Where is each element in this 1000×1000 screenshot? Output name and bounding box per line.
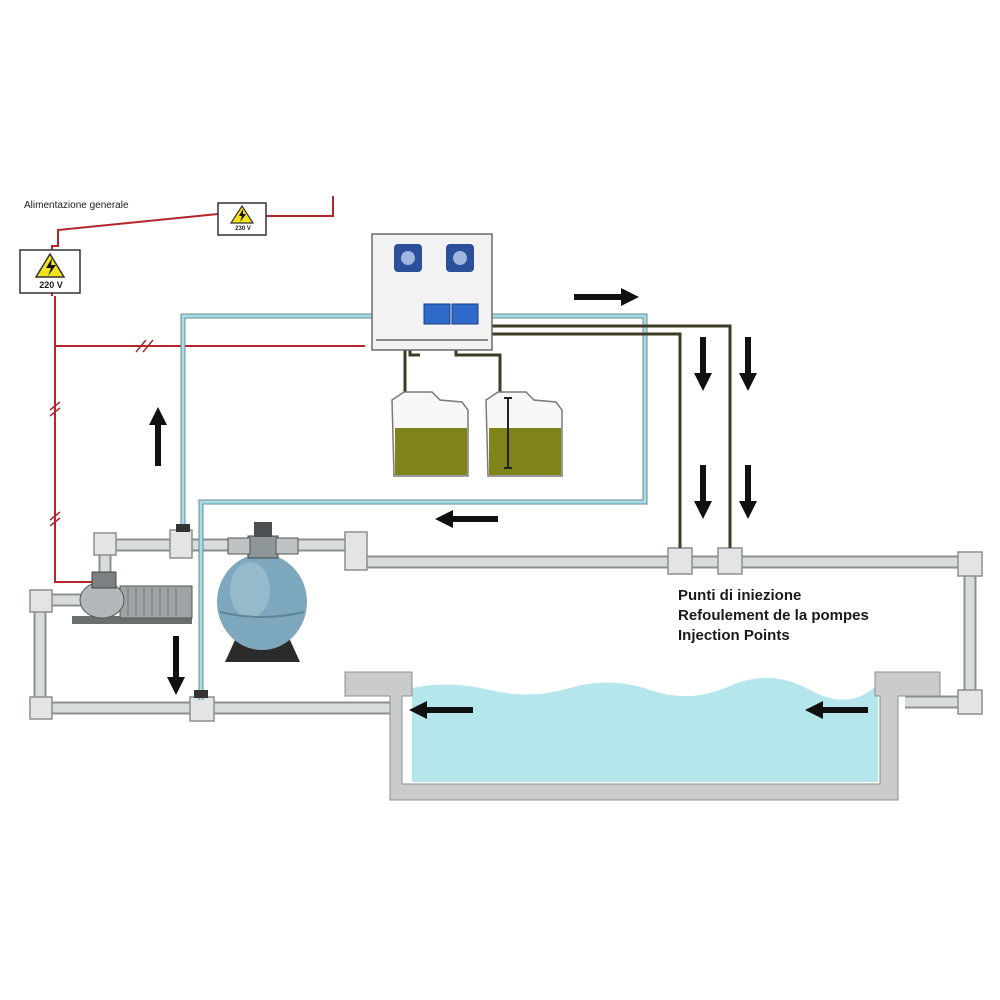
flow-arrows	[149, 288, 868, 719]
main-warning-sign	[19, 249, 81, 294]
pipe-fitting	[957, 689, 983, 715]
injection-label-it: Punti di iniezione	[678, 587, 802, 604]
pipe-fitting	[344, 531, 368, 571]
pipe-fitting	[169, 529, 193, 559]
filter-valve-port	[227, 537, 251, 555]
filter-tank-band	[219, 611, 305, 618]
pump-dial	[453, 251, 467, 265]
main-voltage-label: 220 V	[39, 280, 63, 290]
pump-motor	[119, 585, 193, 619]
pump-strainer	[91, 571, 117, 589]
tube-connector	[176, 524, 190, 532]
filter-valve-handle	[254, 522, 272, 537]
dosing-line-a	[460, 324, 732, 548]
injection-tee	[717, 547, 743, 575]
tank-liquid	[395, 428, 467, 475]
pipe-fitting	[189, 696, 215, 722]
pump-motor-fins	[127, 588, 177, 616]
injection-label-en: Injection Points	[678, 627, 790, 644]
circulation-pump-icon	[72, 571, 193, 624]
small-voltage-label: 230 V	[235, 226, 251, 232]
dosing-panel	[371, 233, 493, 351]
injection-points-labels: Punti di iniezione Refoulement de la pom…	[678, 586, 869, 646]
pool-water	[412, 677, 878, 782]
pipe-fitting	[29, 589, 53, 613]
supply-line-upper	[51, 196, 334, 296]
suction-lance	[504, 397, 512, 469]
chemical-tanks	[391, 391, 563, 477]
filter-valve-port	[275, 537, 299, 555]
main-cable-to-pump	[54, 296, 100, 583]
tube-connector	[194, 690, 208, 698]
filter-tank-highlight	[230, 562, 270, 618]
sampling-tubes	[176, 313, 648, 700]
chemical-tank-2	[485, 391, 563, 477]
pump-base	[72, 616, 192, 624]
small-warning-sign	[217, 202, 267, 236]
water-pipes	[29, 529, 983, 722]
pump-dial	[401, 251, 415, 265]
dosing-line-b	[465, 332, 682, 548]
sand-filter-icon	[217, 522, 307, 662]
pipe-fitting	[29, 696, 53, 720]
high-voltage-warning-icon	[239, 209, 246, 222]
high-voltage-warning-icon	[46, 258, 56, 276]
pipe-fitting	[957, 551, 983, 577]
injection-tee	[667, 547, 693, 575]
swimming-pool	[344, 671, 941, 801]
controller-probe-b	[451, 303, 479, 325]
chemical-tank-1	[391, 391, 469, 477]
pool-wall	[344, 671, 941, 801]
controller-probe-a	[423, 303, 451, 325]
cable-break-marks	[49, 339, 154, 527]
injection-label-fr: Refoulement de la pompes	[678, 607, 869, 624]
pipe-fitting	[93, 532, 117, 556]
filter-valve-body	[247, 535, 279, 559]
electric-lines	[49, 196, 365, 583]
sampling-tube-core	[181, 314, 647, 700]
tank-liquid	[489, 428, 561, 475]
power-supply-label: Alimentazione generale	[24, 200, 129, 211]
